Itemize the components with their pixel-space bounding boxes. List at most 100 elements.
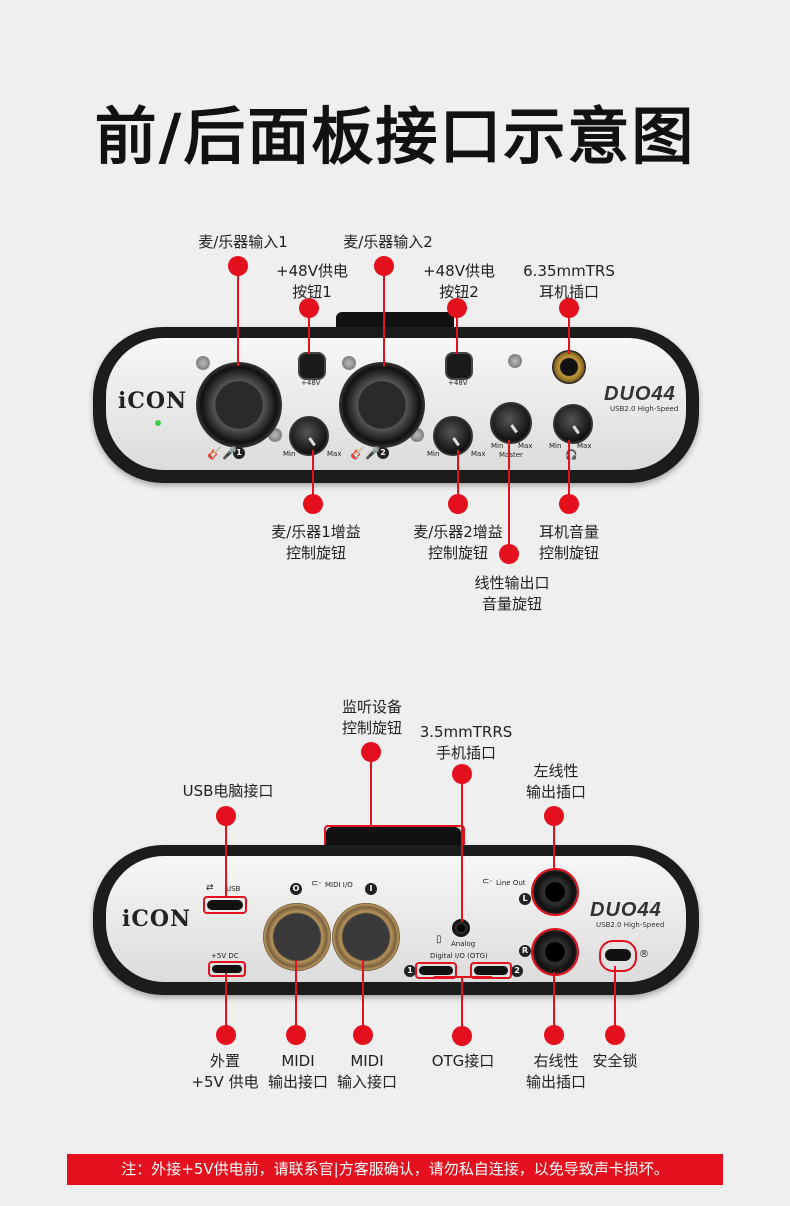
- guitar-mic-icon: 🎸🎤: [207, 446, 237, 460]
- usb-port-highlight: [203, 896, 247, 914]
- callout-line: [312, 450, 314, 504]
- callout-line: [383, 266, 385, 366]
- midi-out-port[interactable]: [263, 903, 331, 971]
- callout-dot: [559, 494, 579, 514]
- label-48v-1: +48V供电按钮1: [276, 262, 348, 301]
- gain-knob-1[interactable]: [289, 416, 329, 456]
- callout-line: [457, 450, 459, 504]
- otg-port-1-highlight: [415, 962, 457, 979]
- headphone-icon: 🎧: [565, 450, 578, 461]
- analog-label: Analog: [451, 940, 476, 948]
- callout-dot: [353, 1025, 373, 1045]
- line-r-marker: R: [519, 945, 531, 957]
- lock-highlight: [599, 940, 637, 972]
- master-volume-knob[interactable]: [490, 402, 532, 444]
- callout-line: [225, 973, 227, 1035]
- usb-port[interactable]: [207, 900, 243, 910]
- dc-5v-port[interactable]: [212, 965, 242, 973]
- callout-dot: [499, 544, 519, 564]
- headphone-volume-knob[interactable]: [553, 404, 593, 444]
- otg-1-number: 1: [404, 965, 416, 977]
- callout-dot: [361, 742, 381, 762]
- callout-dot: [299, 298, 319, 318]
- callout-line: [295, 960, 297, 1035]
- callout-line: [456, 308, 458, 354]
- dc-label: +5V DC: [211, 952, 239, 960]
- line-l-marker: L: [519, 893, 531, 905]
- phone-icon: ▯: [436, 934, 442, 945]
- dc-port-highlight: [208, 961, 246, 977]
- master-label: Master: [499, 451, 523, 459]
- xlr-combo-input-2[interactable]: [339, 362, 425, 448]
- callout-dot: [544, 1025, 564, 1045]
- hp-max: Max: [577, 442, 592, 450]
- callout-dot: [452, 764, 472, 784]
- midi-io-label: MIDI I/O: [325, 881, 353, 889]
- label-line-right: 右线性输出插口: [525, 1052, 587, 1091]
- line-out-label: Line Out: [496, 879, 526, 887]
- callout-line: [434, 976, 492, 978]
- front-model-logo: DUO44: [604, 383, 676, 405]
- screw-icon: [196, 356, 210, 370]
- midi-in-port[interactable]: [332, 903, 400, 971]
- digital-io-label: Digital I/O (OTG): [430, 952, 488, 960]
- phantom-48v-button-2[interactable]: [445, 352, 473, 380]
- guitar-mic-icon: 🎸🎤: [350, 446, 380, 460]
- callout-dot: [374, 256, 394, 276]
- knob1-max: Max: [327, 450, 342, 458]
- warning-note: 注：外接+5V供电前，请联系官|方客服确认，请勿私自连接，以免导致声卡损坏。: [67, 1154, 723, 1185]
- lock-icon: ®: [639, 949, 649, 960]
- rear-faceplate: [106, 856, 686, 982]
- callout-line: [461, 774, 463, 922]
- usb-port-label: USB: [226, 885, 241, 893]
- label-otg: OTG接口: [431, 1052, 495, 1070]
- callout-line: [237, 266, 239, 366]
- knob2-min: Min: [427, 450, 440, 458]
- gain-knob-2[interactable]: [433, 416, 473, 456]
- input-1-number: 1: [233, 447, 245, 459]
- master-min: Min: [491, 442, 504, 450]
- callout-line: [568, 440, 570, 504]
- xlr-combo-input-1[interactable]: [196, 362, 282, 448]
- callout-line: [461, 976, 463, 1036]
- callout-dot: [452, 1026, 472, 1046]
- callout-dot: [559, 298, 579, 318]
- p48-label-1: +48V: [301, 379, 321, 387]
- callout-line: [553, 816, 555, 870]
- label-gain-1: 麦/乐器1增益控制旋钮: [271, 523, 361, 562]
- callout-dot: [303, 494, 323, 514]
- label-line-left: 左线性输出插口: [525, 762, 587, 801]
- label-48v-2: +48V供电按钮2: [423, 262, 495, 301]
- otg-2-number: 2: [511, 965, 523, 977]
- rear-brand-logo: iCON: [122, 906, 192, 932]
- callout-dot: [228, 256, 248, 276]
- otg-port-2[interactable]: [474, 966, 508, 975]
- callout-line: [553, 972, 555, 1035]
- rear-model-logo: DUO44: [590, 899, 662, 921]
- line-left-highlight: [531, 868, 579, 916]
- label-mic-input-1: 麦/乐器输入1: [198, 233, 288, 251]
- callout-line: [568, 308, 570, 354]
- trrs-35mm-jack[interactable]: [452, 919, 470, 937]
- midi-in-marker: I: [365, 883, 377, 895]
- otg-port-1[interactable]: [419, 966, 453, 975]
- page-title: 前/后面板接口示意图: [94, 100, 696, 173]
- midi-out-marker: O: [290, 883, 302, 895]
- master-max: Max: [518, 442, 533, 450]
- rear-usb-text: USB2.0 High-Speed: [596, 921, 665, 929]
- input-2-number: 2: [377, 447, 389, 459]
- callout-line: [508, 440, 510, 554]
- callout-dot: [216, 806, 236, 826]
- headphone-jack-635[interactable]: [552, 350, 586, 384]
- callout-line: [308, 308, 310, 354]
- phantom-48v-button-1[interactable]: [298, 352, 326, 380]
- callout-line: [614, 966, 616, 1035]
- callout-line: [225, 816, 227, 898]
- front-brand-logo: iCON: [118, 388, 188, 414]
- power-led: [155, 420, 161, 426]
- usb-icon: ⇄: [206, 883, 214, 893]
- callout-dot: [544, 806, 564, 826]
